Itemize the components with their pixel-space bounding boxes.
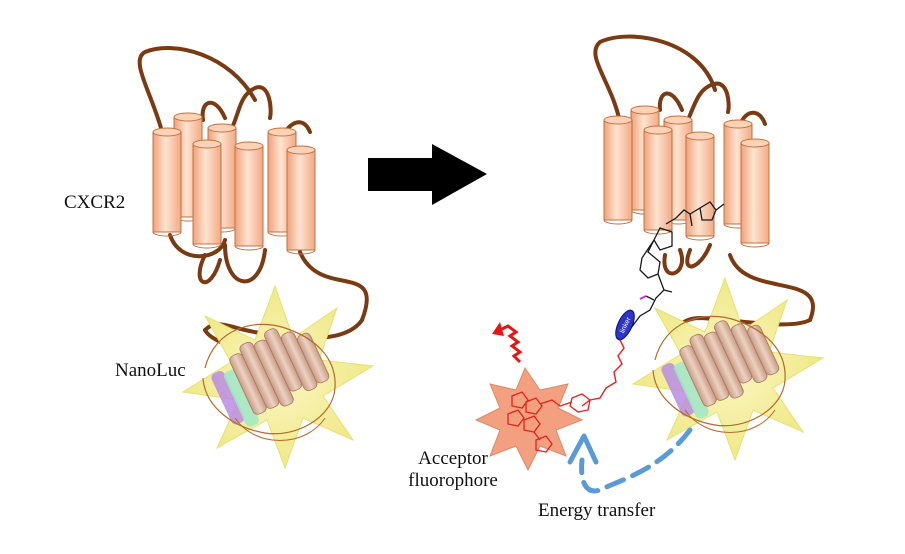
acceptor-label-line1: Acceptor — [418, 448, 488, 469]
right-arrow-icon — [368, 144, 487, 205]
acceptor-fluorophore — [474, 366, 591, 472]
receptor-label: CXCR2 — [64, 192, 126, 213]
ligand-molecule — [627, 201, 725, 333]
nanoluc-left — [182, 285, 374, 469]
red-linker-chain — [581, 339, 625, 407]
emission-wave-icon — [499, 324, 523, 364]
acceptor-label-line2: fluorophore — [408, 470, 498, 491]
cxcr2-receptor-right — [593, 34, 815, 332]
emission-arrowhead — [492, 322, 504, 336]
energy-transfer-label: Energy transfer — [538, 500, 656, 521]
linker: linker — [615, 309, 635, 341]
energy-transfer-arrow-icon — [567, 427, 693, 494]
nanoluc-label: NanoLuc — [115, 360, 186, 381]
cxcr2-receptor-left — [137, 46, 369, 354]
nanoluc-right — [632, 277, 824, 461]
